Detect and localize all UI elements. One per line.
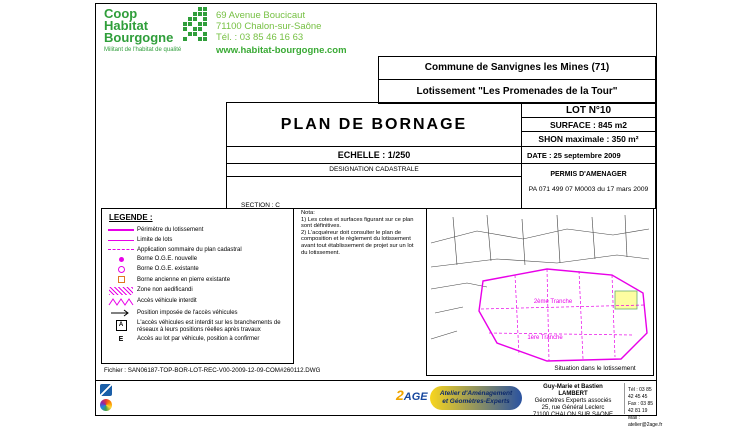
highlighted-lot xyxy=(614,290,638,310)
website-url: www.habitat-bourgogne.com xyxy=(216,45,347,56)
cadastral-section: SECTION : C xyxy=(241,202,281,208)
file-reference: Fichier : SAN06187-TOP-BOR-LOT-REC-V00-2… xyxy=(104,367,321,374)
surveyor-banner: Atelier d'Aménagement et Géomètres-Exper… xyxy=(430,386,522,410)
nota-line-2: 2) L'acquéreur doit consulter le plan de… xyxy=(301,229,414,256)
project-title-box: Commune de Sanvignes les Mines (71) Loti… xyxy=(378,56,656,104)
map-caption: Situation dans le lotissement xyxy=(554,365,636,372)
2age-logo: 2AGE xyxy=(396,387,428,403)
cadastral-designation-box: DESIGNATION CADASTRALE SECTION : C NUMER… xyxy=(227,164,522,208)
certification-logo-1 xyxy=(100,384,112,396)
tranche-label-1: 2ème Tranche xyxy=(534,299,573,305)
plan-date: DATE : 25 septembre 2009 xyxy=(522,147,655,164)
nota-block: Nota: 1) Les cotes et surfaces figurant … xyxy=(301,210,421,256)
nota-title: Nota: xyxy=(301,210,315,216)
banner-line-2: et Géomètres-Experts xyxy=(442,398,510,405)
contact-tel: Tél : 03 85 42 45 45 xyxy=(628,387,652,400)
permit-reference: PA 071 499 07 M0003 du 17 mars 2009 xyxy=(528,186,649,193)
situation-map: 2ème Tranche 1ère Tranche Situation dans… xyxy=(426,208,654,376)
legend-item: E Accès au lot par véhicule, position à … xyxy=(105,336,290,343)
new-marker-symbol xyxy=(105,257,137,263)
contact-fax: Fax : 03 85 42 81 19 xyxy=(628,401,654,414)
legend-item: Zone non aedificandi xyxy=(105,286,290,295)
cadastral-designation-values: SECTION : C NUMERO(S): 1359 xyxy=(227,177,521,208)
address-line: 71100 Chalon-sur-Saône xyxy=(216,21,322,32)
legend-item: Borne O.G.E. nouvelle xyxy=(105,256,290,263)
legend-item: Périmètre du lotissement xyxy=(105,227,290,234)
legend-box: LEGENDE : Périmètre du lotissement Limit… xyxy=(101,208,294,364)
letter-a-symbol: A xyxy=(105,320,137,332)
legend-item: Borne O.G.E. existante xyxy=(105,266,290,274)
surveyor-role: Géomètres Experts associés xyxy=(534,398,612,404)
banner-line-1: Atelier d'Aménagement xyxy=(439,390,513,397)
legend-item: Application sommaire du plan cadastral xyxy=(105,247,290,254)
coop-habitat-logo-text: Coop Habitat Bourgogne xyxy=(104,6,174,45)
permit-header: PERMIS D'AMENAGER xyxy=(550,171,627,178)
letter-e-symbol: E xyxy=(118,336,124,344)
surveyor-contact: Tél : 03 85 42 45 45 Fax : 03 85 42 81 1… xyxy=(628,387,663,429)
surveyor-street: 25, rue Général Leclerc xyxy=(541,405,605,411)
lot-limit-line-symbol xyxy=(105,239,137,241)
tranche-label-2: 1ère Tranche xyxy=(527,335,563,341)
stone-marker-symbol xyxy=(105,276,137,284)
cadastral-line-symbol xyxy=(105,249,137,251)
legend-item: Limite de lots xyxy=(105,237,290,244)
certification-logo-2 xyxy=(100,399,112,411)
logo-line: Coop xyxy=(104,6,138,21)
logo-line: Bourgogne xyxy=(104,30,174,45)
permit-box: PERMIS D'AMENAGER PA 071 499 07 M0003 du… xyxy=(522,164,655,208)
contact-mail: Mail : atelier@2age.fr xyxy=(628,415,663,428)
address-line: 69 Avenue Boucicaut xyxy=(216,10,306,21)
cartouche-table: PLAN DE BORNAGE LOT N°10 SURFACE : 845 m… xyxy=(226,102,656,209)
logo-line: Habitat xyxy=(104,18,149,33)
footer-band: 2AGE Atelier d'Aménagement et Géomètres-… xyxy=(96,380,662,428)
surveyor-names: Guy-Marie et Bastien LAMBERT xyxy=(543,384,603,397)
scale-value: ECHELLE : 1/250 xyxy=(227,147,522,164)
legend-item: Accès véhicule interdit xyxy=(105,297,290,306)
surveyor-identity: Guy-Marie et Bastien LAMBERT Géomètres E… xyxy=(528,384,618,419)
perimeter-line-symbol xyxy=(105,229,137,232)
imposed-access-arrow-symbol xyxy=(105,309,137,317)
lot-number: LOT N°10 xyxy=(522,103,655,118)
footer-divider xyxy=(624,383,625,414)
legend-item: Borne ancienne en pierre existante xyxy=(105,276,290,284)
nota-line-1: 1) Les cotes et surfaces figurant sur ce… xyxy=(301,216,414,230)
plan-document: Coop Habitat Bourgogne Militant de l'hab… xyxy=(95,3,662,428)
logo-tagline: Militant de l'habitat de qualité xyxy=(104,47,182,53)
cadastral-designation-header: DESIGNATION CADASTRALE xyxy=(227,164,521,177)
non-aedificandi-hatch-symbol xyxy=(105,286,137,295)
lotissement-title: Lotissement "Les Promenades de la Tour" xyxy=(379,79,655,103)
shon-max: SHON maximale : 350 m² xyxy=(522,132,655,147)
legend-title: LEGENDE : xyxy=(109,213,153,222)
address-phone: Tél. : 03 85 46 16 63 xyxy=(216,32,304,43)
lot-surface: SURFACE : 845 m2 xyxy=(522,118,655,132)
pixel-building-icon xyxy=(182,7,210,50)
no-vehicle-access-symbol xyxy=(105,297,137,306)
legend-item: Position imposée de l'accès véhicules xyxy=(105,309,290,317)
page: { "header": { "logo": { "line1": "Coop",… xyxy=(95,3,663,428)
company-address: 69 Avenue Boucicaut 71100 Chalon-sur-Saô… xyxy=(216,10,347,56)
plan-title: PLAN DE BORNAGE xyxy=(227,103,522,147)
surveyor-city: 71100 CHALON SUR SAONE xyxy=(533,412,613,418)
legend-item: A L'accès véhicules est interdit sur les… xyxy=(105,320,290,333)
existing-marker-symbol xyxy=(105,266,137,274)
commune-title: Commune de Sanvignes les Mines (71) xyxy=(424,62,610,73)
